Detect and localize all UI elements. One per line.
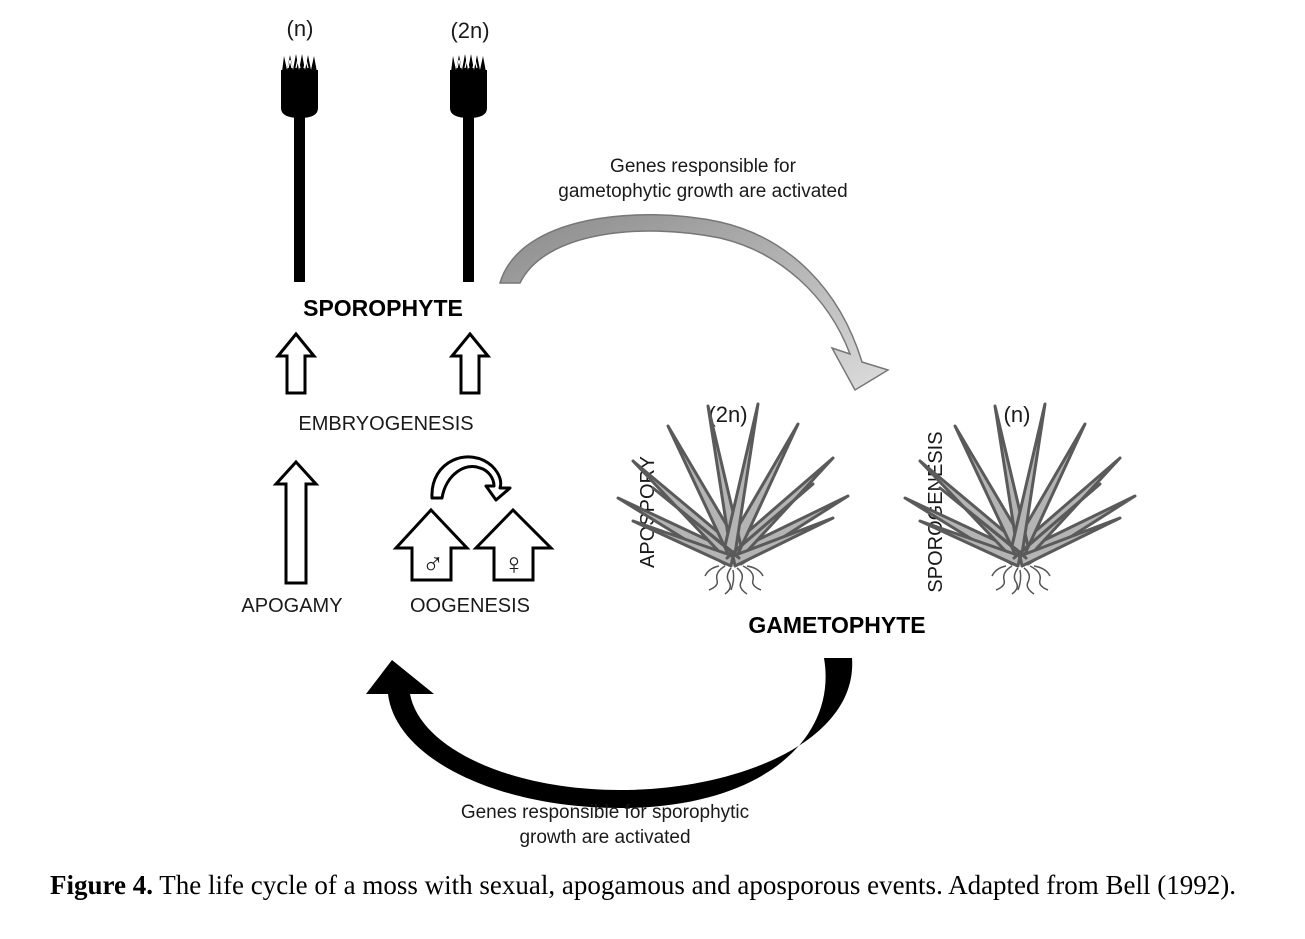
moss-life-cycle-diagram: (n) (2n) SPOROPHYTE EMBRYOGENESIS APOGAM… [241, 16, 1137, 848]
hollow-up-arrow-icon [448, 331, 492, 395]
gametophytic-growth-arrow [498, 214, 890, 392]
sporophyte-left [281, 54, 318, 282]
female-up-arrow-icon [472, 507, 555, 582]
sporophyte-label: SPOROPHYTE [303, 295, 463, 321]
oogenesis-label: OOGENESIS [410, 595, 530, 617]
caption-text: The life cycle of a moss with sexual, ap… [153, 870, 1237, 900]
ploidy-label-gametophyte-right: (n) [1004, 402, 1031, 427]
ploidy-label-sporophyte-right: (2n) [450, 18, 489, 43]
embryogenesis-label: EMBRYOGENESIS [298, 413, 473, 435]
curved-arrow-icon [430, 455, 512, 502]
figure-caption: Figure 4. The life cycle of a moss with … [50, 868, 1280, 903]
hollow-up-arrow-icon [274, 331, 318, 395]
male-symbol: ♂ [422, 548, 445, 581]
bottom-arrow-text-line1: Genes responsible for sporophytic [461, 802, 749, 823]
gametophyte-label: GAMETOPHYTE [748, 612, 925, 638]
apogamy-label: APOGAMY [241, 595, 342, 617]
male-up-arrow-icon [392, 507, 471, 582]
top-arrow-text-line2: gametophytic growth are activated [558, 181, 847, 202]
sporophyte-capsule-icon [450, 70, 487, 118]
bottom-arrow-text-line2: growth are activated [519, 827, 690, 848]
sporophytic-growth-arrow [366, 658, 853, 808]
female-symbol: ♀ [503, 548, 526, 581]
sporophyte-capsule-icon [281, 70, 318, 118]
top-arrow-text-line1: Genes responsible for [610, 156, 797, 177]
ploidy-label-sporophyte-left: (n) [287, 16, 314, 41]
hollow-up-arrow-icon [272, 459, 320, 585]
sporophyte-right [450, 54, 487, 282]
ploidy-label-gametophyte-left: (2n) [708, 402, 747, 427]
figure-number: Figure 4. [50, 870, 153, 900]
